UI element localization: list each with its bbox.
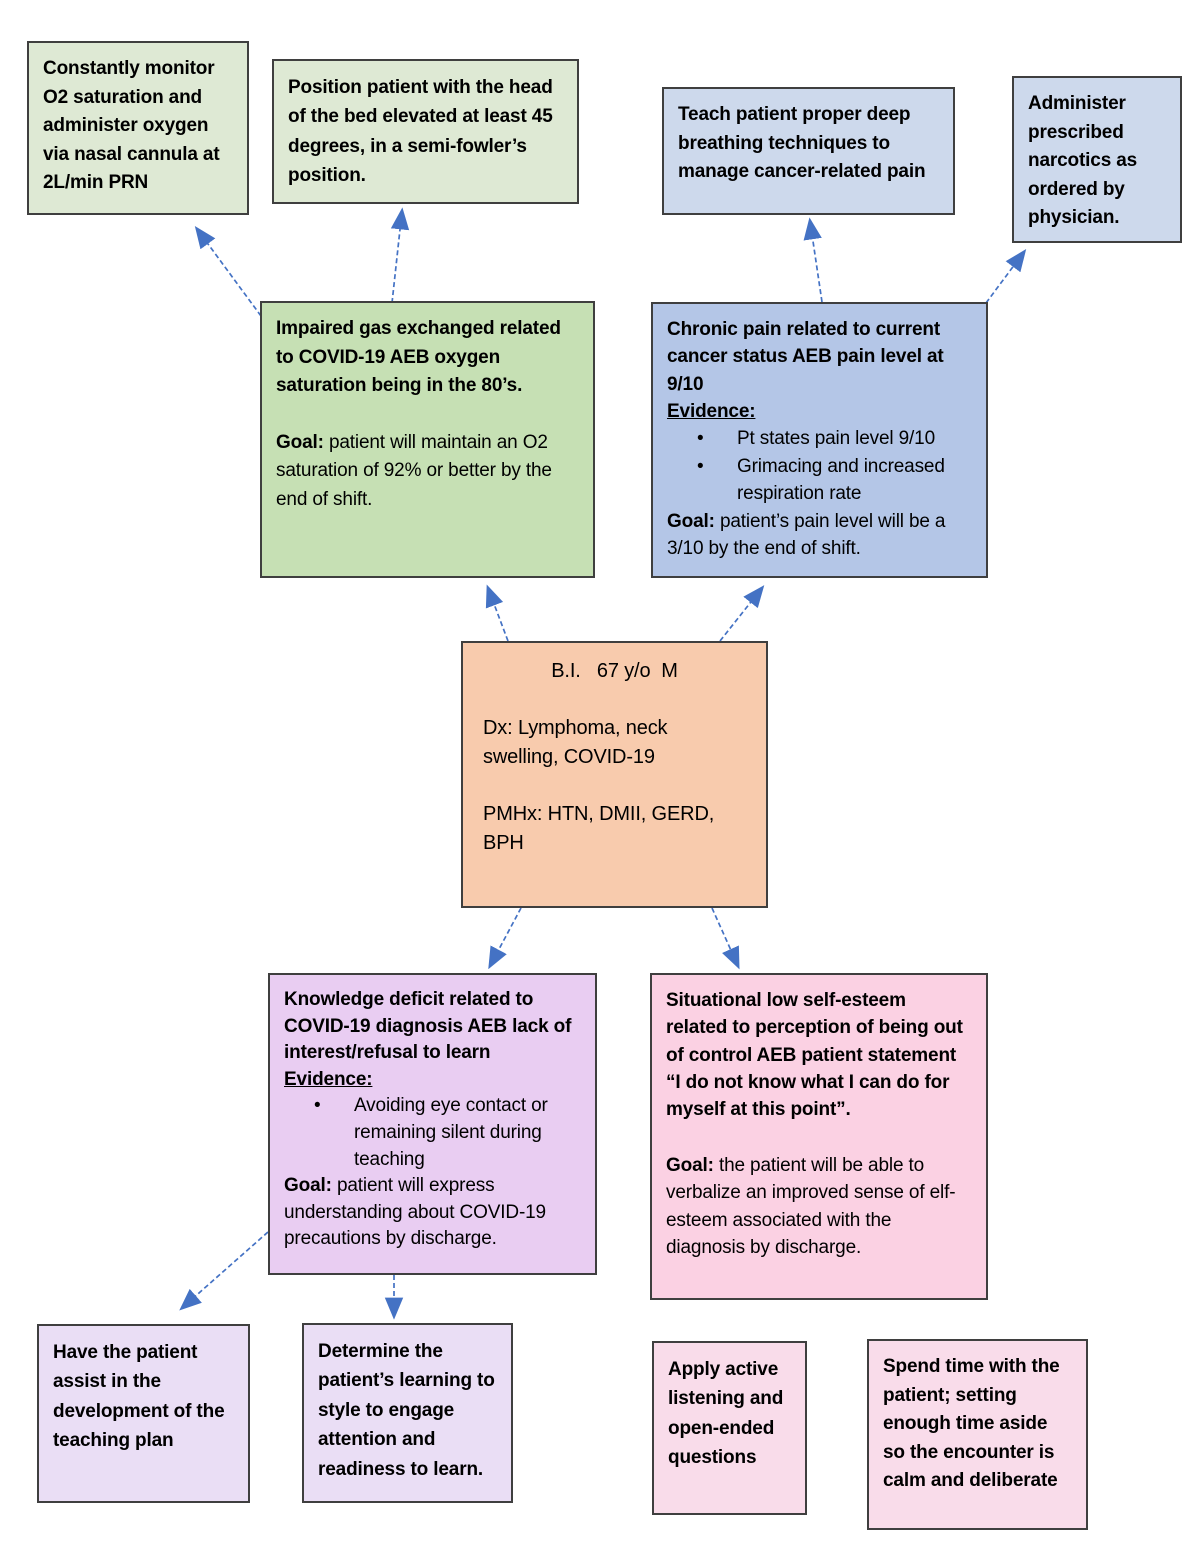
diagnosis-gas-exchange-statement: Impaired gas exchanged related to COVID-… — [276, 318, 561, 396]
intervention-active-listening-text: Apply active listening and open-ended qu… — [668, 1359, 784, 1469]
intervention-spend-time-box: Spend time with the patient; setting eno… — [867, 1339, 1088, 1530]
diagnosis-chronic-pain-statement: Chronic pain related to current cancer s… — [667, 319, 944, 395]
arrow-gas-exchange-to-monitor-o2 — [194, 226, 262, 317]
arrow-chronic-pain-to-administer-narcotics — [985, 249, 1027, 304]
evidence-item: Avoiding eye contact or remaining silent… — [284, 1093, 581, 1173]
diagnosis-low-self-esteem-statement: Situational low self-esteem related to p… — [666, 990, 963, 1121]
goal-label: Goal: — [276, 431, 324, 453]
intervention-position-patient-text: Position patient with the head of the be… — [288, 77, 553, 187]
intervention-active-listening-box: Apply active listening and open-ended qu… — [652, 1341, 807, 1515]
goal-label: Goal: — [666, 1154, 714, 1176]
intervention-position-patient-box: Position patient with the head of the be… — [272, 59, 579, 204]
diagnosis-knowledge-deficit-goal: Goal: patient will express understanding… — [284, 1173, 581, 1253]
evidence-item: Pt states pain level 9/10 — [667, 425, 972, 452]
arrow-patient-to-gas-exchange — [485, 584, 509, 642]
intervention-teaching-plan-text: Have the patient assist in the developme… — [53, 1342, 225, 1452]
intervention-teach-breathing-box: Teach patient proper deep breathing tech… — [662, 87, 955, 215]
goal-text: patient’s pain level will be a 3/10 by t… — [667, 510, 946, 559]
patient-pmhx: PMHx: HTN, DMII, GERD, BPH — [483, 803, 715, 854]
intervention-learning-style-box: Determine the patient’s learning to styl… — [302, 1323, 513, 1503]
arrow-gas-exchange-to-position-patient — [390, 207, 410, 304]
patient-dx: Dx: Lymphoma, neck swelling, COVID-19 — [483, 717, 668, 768]
intervention-administer-narcotics-box: Administer prescribed narcotics as order… — [1012, 76, 1182, 243]
goal-text: the patient will be able to verbalize an… — [666, 1154, 956, 1258]
diagnosis-chronic-pain-box: Chronic pain related to current cancer s… — [651, 302, 988, 578]
bullet-icon — [697, 425, 737, 452]
intervention-teach-breathing-text: Teach patient proper deep breathing tech… — [678, 104, 926, 182]
blank-line — [276, 401, 579, 429]
evidence-label: Evidence: — [667, 401, 756, 423]
goal-text: patient will express understanding about… — [284, 1175, 546, 1250]
diagnosis-chronic-pain-goal: Goal: patient’s pain level will be a 3/1… — [667, 508, 972, 563]
intervention-spend-time-text: Spend time with the patient; setting eno… — [883, 1356, 1060, 1491]
patient-summary-box: B.I. 67 y/o M Dx: Lymphoma, neck swellin… — [461, 641, 768, 908]
diagnosis-knowledge-deficit-box: Knowledge deficit related to COVID-19 di… — [268, 973, 597, 1275]
evidence-label: Evidence: — [284, 1068, 373, 1090]
evidence-item-text: Grimacing and increased respiration rate — [737, 455, 945, 505]
evidence-item-text: Avoiding eye contact or remaining silent… — [354, 1095, 548, 1170]
arrow-chronic-pain-to-teach-breathing — [803, 217, 823, 303]
diagnosis-knowledge-deficit-statement: Knowledge deficit related to COVID-19 di… — [284, 989, 572, 1064]
diagnosis-gas-exchange-box: Impaired gas exchanged related to COVID-… — [260, 301, 595, 578]
blank-line — [483, 686, 746, 714]
bullet-icon — [697, 453, 737, 508]
diagnosis-low-self-esteem-box: Situational low self-esteem related to p… — [650, 973, 988, 1300]
diagnosis-gas-exchange-goal: Goal: patient will maintain an O2 satura… — [276, 429, 579, 515]
intervention-monitor-o2-text: Constantly monitor O2 saturation and adm… — [43, 58, 220, 193]
evidence-item: Grimacing and increased respiration rate — [667, 453, 972, 508]
goal-text: patient will maintain an O2 saturation o… — [276, 431, 552, 510]
arrow-knowledge-deficit-to-teaching-plan — [179, 1231, 269, 1311]
intervention-administer-narcotics-text: Administer prescribed narcotics as order… — [1028, 93, 1138, 228]
arrow-patient-to-knowledge-deficit — [488, 907, 522, 970]
intervention-learning-style-text: Determine the patient’s learning to styl… — [318, 1341, 495, 1480]
intervention-monitor-o2-box: Constantly monitor O2 saturation and adm… — [27, 41, 249, 215]
patient-header: B.I. 67 y/o M — [551, 660, 678, 682]
blank-line — [483, 772, 746, 800]
goal-label: Goal: — [284, 1175, 332, 1197]
arrow-patient-to-low-self-esteem — [711, 907, 740, 970]
evidence-item-text: Pt states pain level 9/10 — [737, 428, 935, 450]
arrow-patient-to-chronic-pain — [719, 585, 765, 642]
goal-label: Goal: — [667, 510, 715, 532]
diagnosis-low-self-esteem-goal: Goal: the patient will be able to verbal… — [666, 1152, 972, 1261]
intervention-teaching-plan-box: Have the patient assist in the developme… — [37, 1324, 250, 1503]
blank-line — [666, 1124, 972, 1152]
bullet-icon — [314, 1093, 354, 1173]
